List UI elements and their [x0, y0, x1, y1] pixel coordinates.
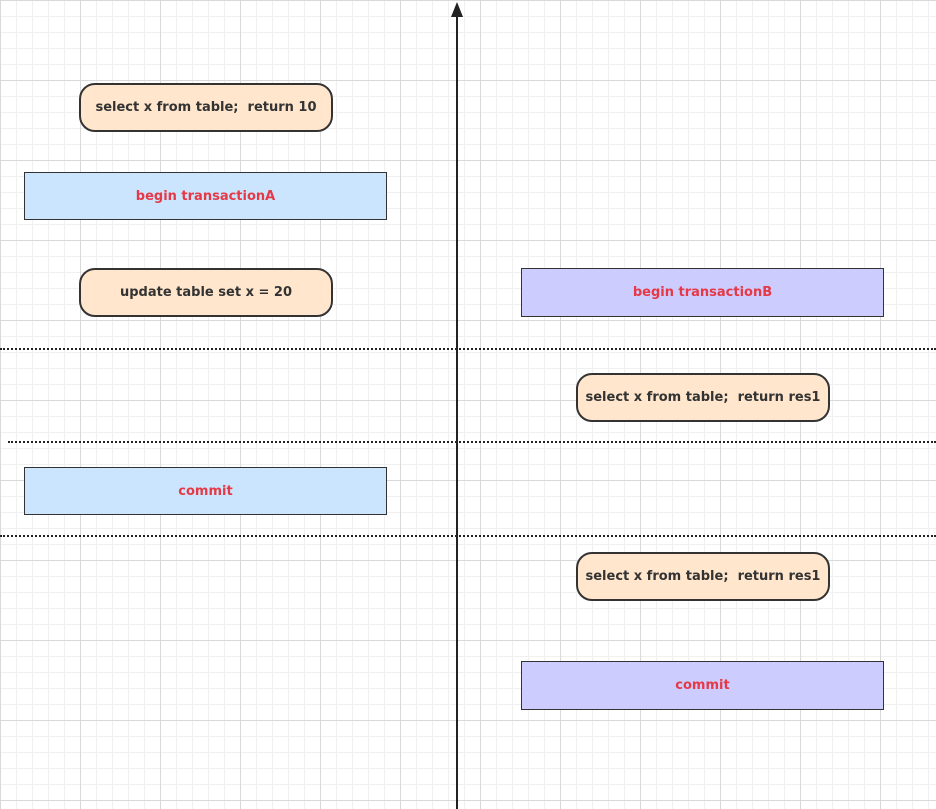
arrow-up-icon: [451, 2, 463, 17]
commit-transaction-b-step[interactable]: commit: [521, 661, 884, 710]
separator-line-2: [8, 441, 936, 443]
commit-transaction-a-step[interactable]: commit: [24, 467, 387, 515]
update-x-20-step[interactable]: update table set x = 20: [79, 268, 333, 317]
separator-line-1: [0, 348, 936, 350]
begin-transaction-a-step[interactable]: begin transactionA: [24, 172, 387, 220]
select-x-return-res1-second-step[interactable]: select x from table; return res1: [576, 552, 830, 601]
select-x-return-10-step[interactable]: select x from table; return 10: [79, 83, 333, 132]
begin-transaction-b-step[interactable]: begin transactionB: [521, 268, 884, 317]
select-x-return-res1-first-step[interactable]: select x from table; return res1: [576, 373, 830, 422]
separator-line-3: [0, 535, 936, 537]
